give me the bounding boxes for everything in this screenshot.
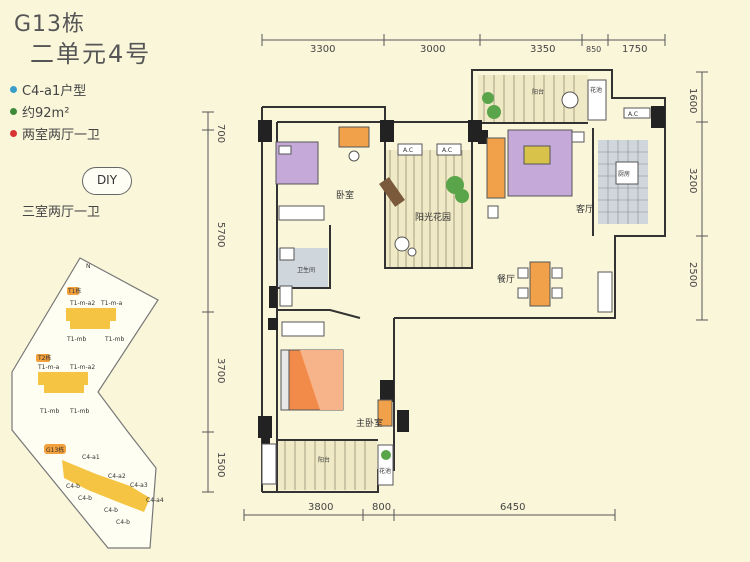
- room-dining: 餐厅: [497, 273, 515, 285]
- coffee-table: [523, 145, 551, 165]
- bottom-balcony-floor: [277, 440, 377, 490]
- t2-label: T2栋: [37, 354, 51, 362]
- room-sunroom: 阳光花园: [415, 211, 451, 223]
- toilet-icon: [279, 247, 295, 261]
- blue-dot-icon: [10, 86, 17, 93]
- bedroom-desk: [338, 126, 370, 148]
- red-dot-icon: [10, 130, 17, 137]
- dim-top-2: 3000: [420, 44, 445, 55]
- t1-unit-4: T1-mb: [104, 336, 124, 343]
- g13-label: G13栋: [46, 446, 64, 454]
- g13-unit-4: C4-a4: [146, 497, 164, 504]
- site-map: N T1栋 T1-m-a2 T1-m-a T1-mb T1-mb T2栋 T1-…: [11, 257, 164, 549]
- g13-unit-1: C4-a1: [82, 454, 100, 461]
- room-kitchen: 厨房: [618, 170, 630, 178]
- dim-top-3: 3350: [530, 44, 555, 55]
- dim-bottom-3: 6450: [500, 502, 525, 513]
- dim-right-2: 3200: [687, 168, 698, 193]
- lounge-chair: [379, 177, 405, 207]
- g13-marker: [44, 444, 66, 454]
- ac-unit-1: [397, 143, 423, 156]
- sink-icon: [279, 285, 293, 307]
- balcony-plant-1: [482, 92, 494, 104]
- dim-bottom-2: 800: [372, 502, 391, 513]
- info-rooms: 两室两厅一卫: [10, 124, 100, 143]
- garden-top-label: 花池: [590, 86, 602, 94]
- dim-top-1: 3300: [310, 44, 335, 55]
- bedroom-wardrobe: [278, 205, 325, 221]
- dim-left-2: 5700: [215, 222, 226, 247]
- floor-hatch: [284, 75, 575, 490]
- dim-top-4: 850: [586, 45, 601, 54]
- planter-top: [587, 79, 607, 121]
- dim-left-4: 1500: [215, 452, 226, 477]
- info-type: C4-a1户型: [10, 80, 86, 99]
- t2-unit-1: T1-m-a: [37, 364, 60, 371]
- t1-unit-2: T1-m-a: [100, 300, 123, 307]
- ac-label-1: A.C: [403, 147, 413, 154]
- t2-marker: [36, 354, 50, 362]
- alt-layout-text: 三室两厅一卫: [22, 205, 101, 220]
- t1-unit-1: T1-m-a2: [69, 300, 95, 307]
- t1-label: T1栋: [67, 287, 81, 295]
- unit-title: 二单元4号: [30, 40, 152, 68]
- g13-unit-8: C4-b: [116, 519, 130, 526]
- room-master: 主卧室: [356, 417, 383, 429]
- dim-bottom-1: 3800: [308, 502, 333, 513]
- info-rooms-text: 两室两厅一卫: [22, 128, 101, 143]
- balcony-table: [561, 91, 579, 109]
- g13-unit-7: C4-b: [104, 507, 118, 514]
- master-wardrobe: [281, 321, 325, 337]
- dim-top-5: 1750: [622, 44, 647, 55]
- info-area-text: 约92m²: [22, 106, 70, 121]
- garden-bottom-label: 花池: [379, 467, 391, 475]
- g13-unit-2: C4-a2: [108, 473, 126, 480]
- round-table: [394, 236, 410, 252]
- washer: [261, 443, 277, 485]
- t1-marker: [67, 287, 79, 295]
- green-dot-icon: [10, 108, 17, 115]
- master-desk: [377, 399, 393, 427]
- t2-unit-2: T1-m-a2: [69, 364, 95, 371]
- g13-unit-6: C4-b: [78, 495, 92, 502]
- room-living: 客厅: [576, 203, 594, 215]
- kitchen-counter: [615, 161, 639, 185]
- g13-unit-5: C4-b: [66, 483, 80, 490]
- pillars: [258, 106, 665, 456]
- north-label: N: [86, 263, 91, 270]
- cabinet: [597, 271, 613, 313]
- room-balcony-top: 阳台: [532, 88, 544, 96]
- ac-unit-3: [623, 107, 651, 119]
- dining-table: [529, 261, 551, 307]
- dim-left-3: 3700: [215, 358, 226, 383]
- sofa: [486, 137, 506, 199]
- t1-unit-3: T1-mb: [66, 336, 86, 343]
- room-bedroom: 卧室: [336, 189, 354, 201]
- dim-right-3: 2500: [687, 262, 698, 287]
- diy-badge: DIY: [82, 167, 132, 195]
- ac-label-2: A.C: [442, 147, 452, 154]
- dim-right-1: 1600: [687, 88, 698, 113]
- dim-left-1: 700: [215, 124, 226, 143]
- info-type-text: C4-a1户型: [22, 84, 87, 99]
- building-title: G13栋: [14, 12, 86, 37]
- g13-unit-3: C4-a3: [130, 482, 148, 489]
- t2-unit-3: T1-mb: [39, 408, 59, 415]
- dimension-lines: [202, 34, 708, 521]
- info-area: 约92m²: [10, 102, 69, 121]
- ac-label-3: A.C: [628, 111, 638, 118]
- room-balcony-bottom: 阳台: [318, 456, 330, 464]
- ac-unit-2: [436, 143, 462, 156]
- room-bathroom: 卫生间: [297, 266, 315, 274]
- t2-unit-4: T1-mb: [69, 408, 89, 415]
